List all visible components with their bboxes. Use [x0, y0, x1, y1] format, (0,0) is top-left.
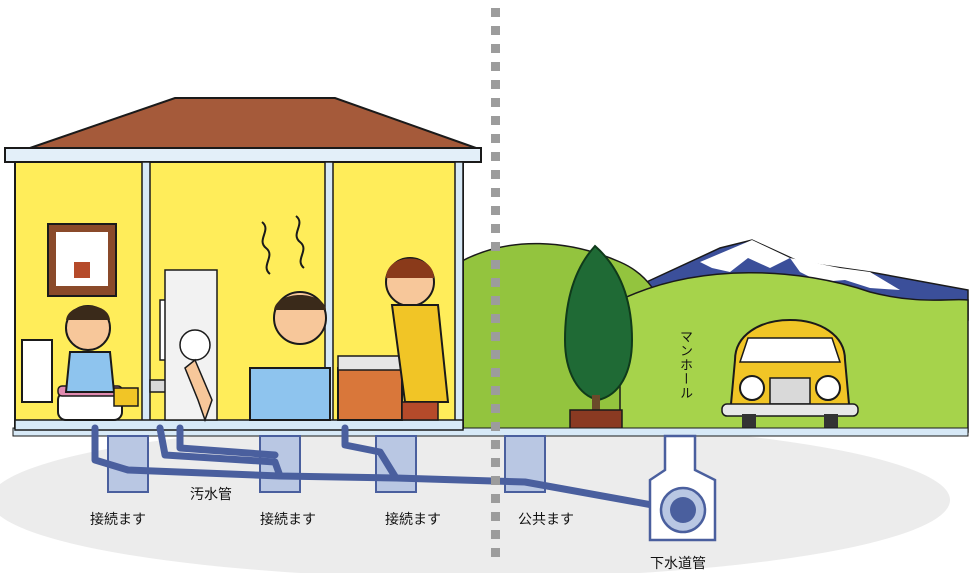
public-box-label: 公共ます [518, 513, 574, 527]
junction-box-3-label: 接続ます [385, 513, 441, 527]
sewer-main-label: 下水道管 [650, 557, 706, 571]
junction-box-1-label: 接続ます [90, 513, 146, 527]
window-icon [48, 224, 116, 296]
kitchen-sink-icon [338, 356, 402, 420]
manhole-label: マンホール [678, 330, 691, 400]
junction-box-3 [376, 436, 416, 492]
junction-box-2-label: 接続ます [260, 513, 316, 527]
sewage-pipe-label: 汚水管 [190, 488, 232, 502]
